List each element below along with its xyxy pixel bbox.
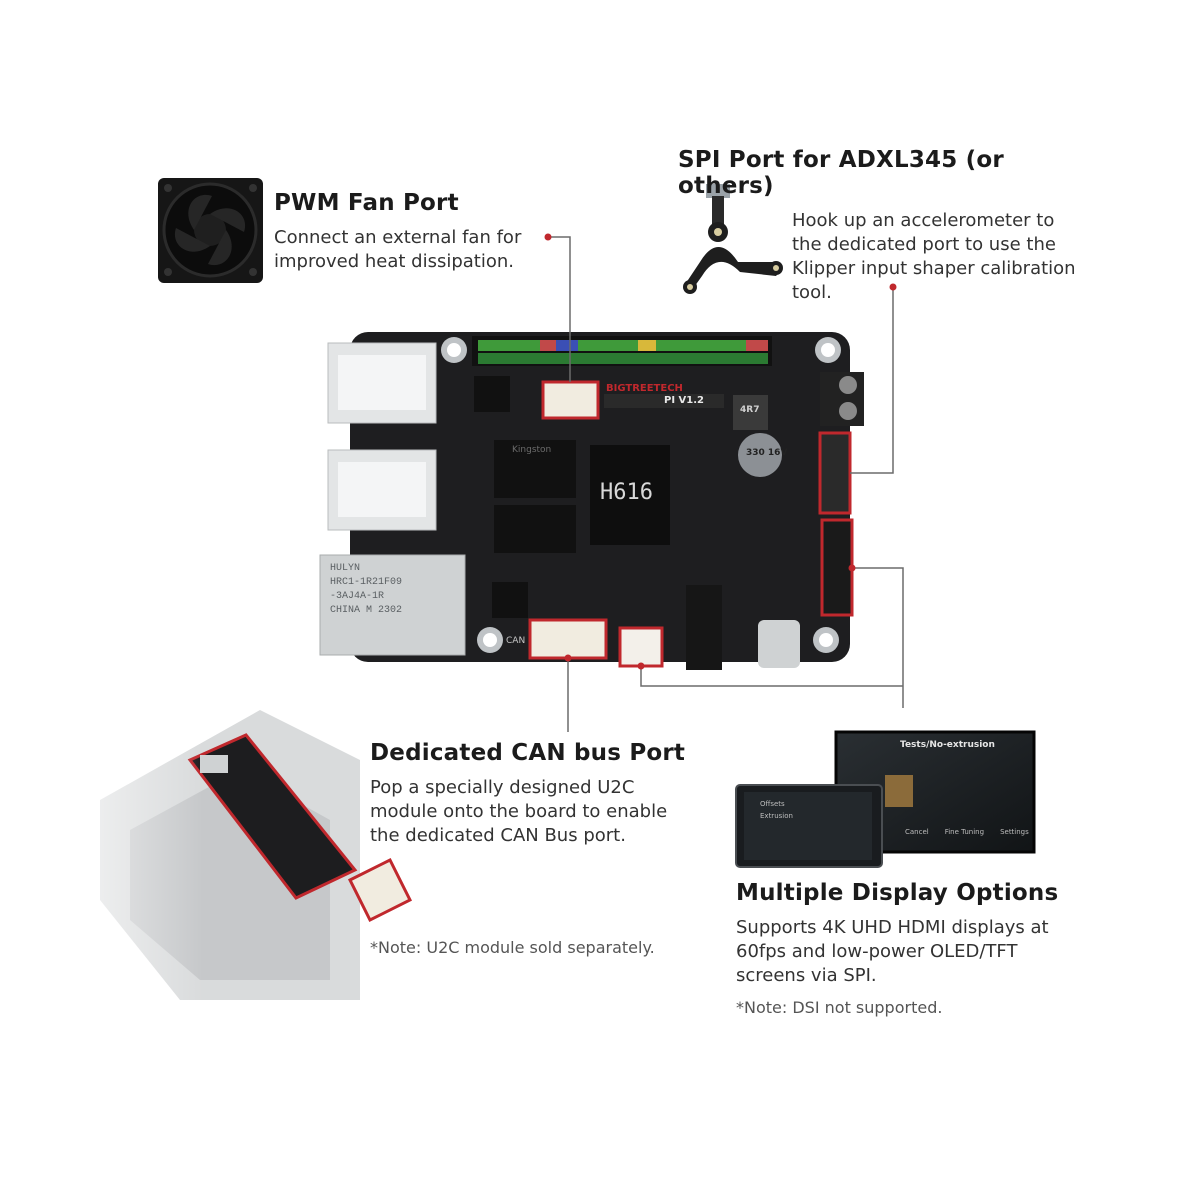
u2c-module-icon [0, 700, 413, 1020]
display-feature-desc-line: Supports 4K UHD HDMI displays at [736, 917, 1049, 938]
callout-lines [544, 233, 904, 732]
fan-callout-line [548, 236, 571, 382]
display-callout-line [852, 567, 904, 708]
can-feature-desc-line: module onto the board to enable [370, 801, 668, 822]
screen-title: Tests/No-extrusion [900, 740, 995, 750]
small-screen-item: Offsets [760, 800, 785, 808]
small-screen-item: Extrusion [760, 812, 793, 820]
fan-icon [158, 178, 263, 283]
screen-menu: Cancel Fine Tuning Settings [905, 828, 1029, 836]
display-feature-title: Multiple Display Options [736, 880, 1059, 906]
transformer-line: HRC1-1R21F09 [330, 577, 403, 588]
spi-feature-desc-line: the dedicated port to use the [792, 234, 1056, 255]
spi-feature-desc-line: Klipper input shaper calibration [792, 258, 1076, 279]
screen-menu-item: Fine Tuning [944, 828, 985, 836]
can-feature-desc-line: Pop a specially designed U2C [370, 777, 635, 798]
power-callout-dot [637, 662, 645, 670]
can-callout-dot [564, 654, 572, 662]
spi-feature-desc-line: Hook up an accelerometer to [792, 210, 1055, 231]
spi-callout-line [850, 287, 894, 474]
screen-menu-item: Cancel [905, 828, 929, 836]
spi-feature: SPI Port for ADXL345 (or others) Hook up… [678, 147, 1098, 305]
can-feature-desc-line: the dedicated CAN Bus port. [370, 825, 626, 846]
fan-feature-desc-line: Connect an external fan for [274, 227, 522, 248]
transformer-line: HULYN [330, 563, 361, 574]
can-feature-title: Dedicated CAN bus Port [370, 740, 686, 766]
memory-label: Kingston [512, 445, 552, 455]
fan-feature: PWM Fan Port Connect an external fan for… [274, 190, 574, 274]
accelerometer-icon [683, 184, 783, 294]
transformer-line: CHINA M 2302 [330, 605, 403, 616]
display-feature-note: *Note: DSI not supported. [736, 998, 943, 1017]
spi-feature-title: SPI Port for ADXL345 (or others) [678, 147, 1004, 199]
fan-callout-dot [544, 233, 552, 241]
display-feature: Multiple Display Options Supports 4K UHD… [736, 880, 1096, 1017]
gpio-header [472, 336, 772, 366]
display-feature-desc-line: screens via SPI. [736, 965, 877, 986]
spi-callout-dot [889, 283, 897, 291]
spi-feature-desc-line: tool. [792, 282, 832, 303]
can-board-label: CAN [506, 636, 526, 646]
power-callout-line [640, 666, 903, 687]
capacitor-label: 330 16V [746, 448, 788, 458]
can-feature-note: *Note: U2C module sold separately. [370, 938, 655, 957]
small-screen-menu: Offsets Extrusion [760, 798, 793, 822]
soc-label: H616 [600, 480, 653, 505]
transformer-line: -3AJ4A-1R [330, 591, 385, 602]
board-brand-label: BIGTREETECH [606, 383, 683, 394]
board-model-label: PI V1.2 [664, 395, 704, 406]
fan-feature-desc-line: improved heat dissipation. [274, 251, 514, 272]
display-callout-dot [848, 564, 856, 572]
transformer-label: HULYN HRC1-1R21F09 -3AJ4A-1R CHINA M 230… [330, 562, 462, 618]
screen-menu-item: Settings [1000, 828, 1029, 836]
display-feature-desc-line: 60fps and low-power OLED/TFT [736, 941, 1018, 962]
display-icon [735, 730, 1036, 868]
inductor-label: 4R7 [740, 405, 760, 415]
can-feature: Dedicated CAN bus Port Pop a specially d… [370, 740, 700, 957]
board-graphic [319, 332, 864, 670]
fan-feature-title: PWM Fan Port [274, 190, 459, 216]
